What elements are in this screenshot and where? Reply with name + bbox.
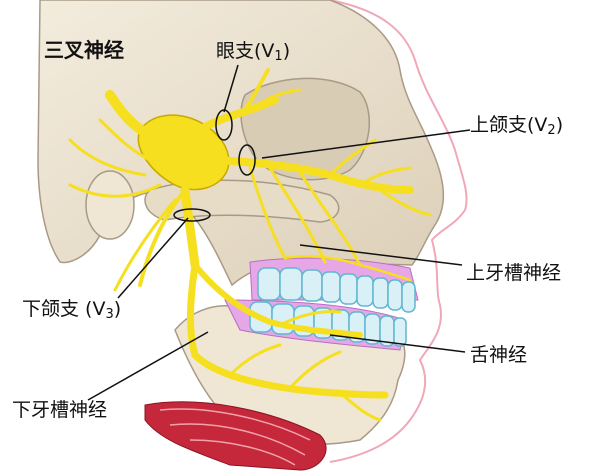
trigeminal-ganglion <box>137 114 230 191</box>
diagram-title: 三叉神经 <box>44 38 124 62</box>
label-ophthalmic-branch: 眼支(V1) <box>216 40 291 64</box>
leader-lingual <box>329 334 466 353</box>
leader-inferior-alveolar <box>87 331 209 401</box>
label-superior-alveolar-nerve: 上牙槽神经 <box>466 262 562 284</box>
label-lingual-nerve: 舌神经 <box>470 344 528 366</box>
label-mandibular-branch: 下颌支 (V3) <box>22 298 122 322</box>
leader-superior-alveolar <box>299 244 463 266</box>
trigeminal-nerve <box>68 68 432 422</box>
v3-marker <box>173 208 211 222</box>
upper-teeth <box>257 267 416 313</box>
v2-marker <box>238 144 256 176</box>
muscle <box>144 401 327 471</box>
label-inferior-alveolar-nerve: 下牙槽神经 <box>12 399 108 421</box>
leader-ophthalmic <box>223 64 239 113</box>
leader-lines <box>87 64 471 401</box>
leader-mandibular <box>117 217 189 299</box>
leader-maxillary <box>261 129 471 159</box>
label-maxillary-branch: 上颌支(V2) <box>470 114 564 138</box>
face-outline <box>329 0 468 463</box>
ear-region <box>85 170 135 240</box>
